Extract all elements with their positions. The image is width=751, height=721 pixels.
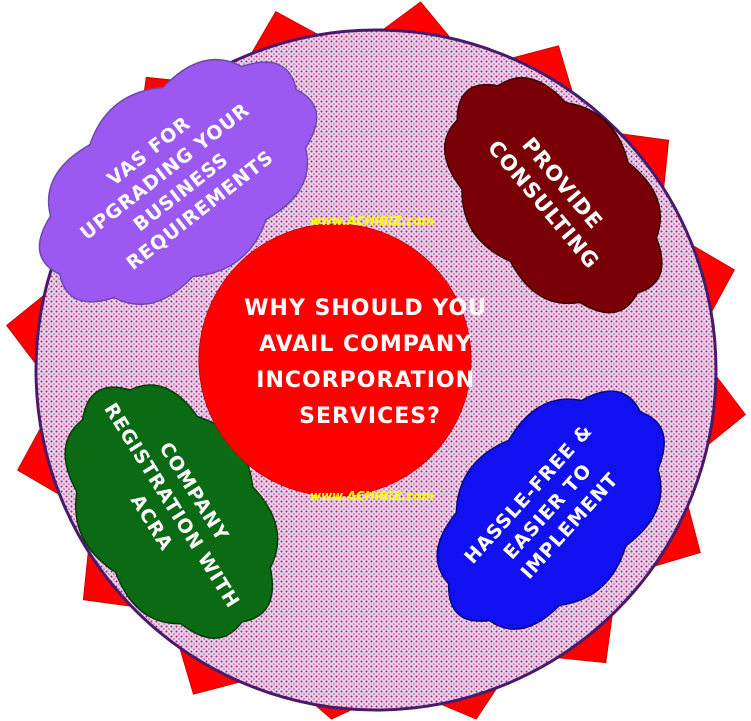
cloud-shape — [444, 77, 663, 314]
watermark-bottom: www.ACHIBIZ.com — [310, 489, 434, 503]
cloud-acra: COMPANY REGISTRATION WITH ACRA — [64, 384, 279, 639]
center-title-line: AVAIL COMPANY — [259, 332, 472, 357]
cloud-hassle: HASSLE-FREE & EASIER TO IMPLEMENT — [436, 390, 665, 630]
watermark-top: www.ACHIBIZ.com — [310, 214, 434, 228]
center-circle — [198, 223, 472, 497]
cloud-shape — [64, 384, 279, 639]
center-title: WHY SHOULD YOU AVAIL COMPANY INCORPORATI… — [244, 296, 495, 429]
center-title-line: INCORPORATION — [256, 368, 475, 393]
cloud-shape — [436, 390, 665, 630]
center-title-line: WHY SHOULD YOU — [244, 296, 487, 321]
center-title-line: SERVICES? — [299, 404, 441, 429]
cloud-vas: VAS FOR UPGRADING YOUR BUSINESS REQUIREM… — [38, 58, 318, 306]
cloud-shape — [38, 58, 318, 306]
cloud-consulting: PROVIDE CONSULTING — [444, 77, 663, 314]
